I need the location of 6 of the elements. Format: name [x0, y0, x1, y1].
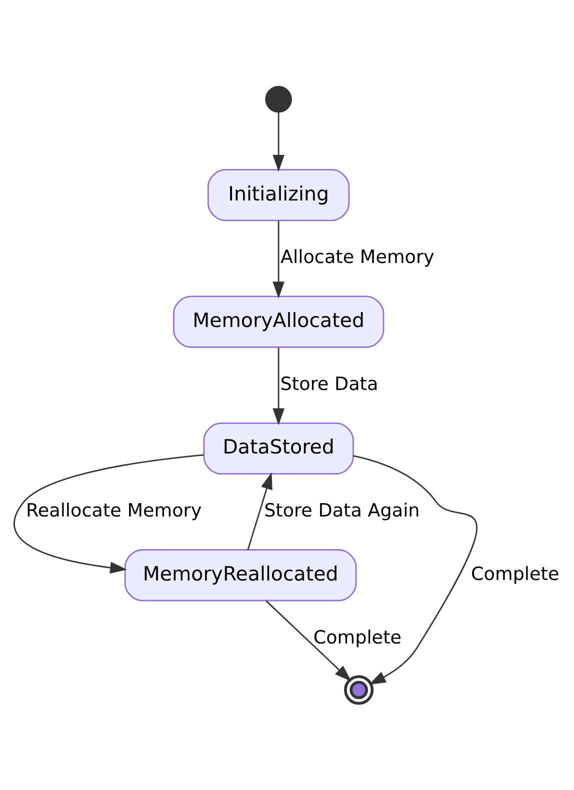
edge-label: Complete: [313, 627, 402, 648]
edge-label: Reallocate Memory: [26, 500, 202, 522]
edge-label: Allocate Memory: [280, 247, 434, 268]
edge-label: Complete: [471, 564, 560, 586]
edge-label: Store Data: [280, 374, 378, 395]
edge-label: Store Data Again: [264, 500, 420, 522]
